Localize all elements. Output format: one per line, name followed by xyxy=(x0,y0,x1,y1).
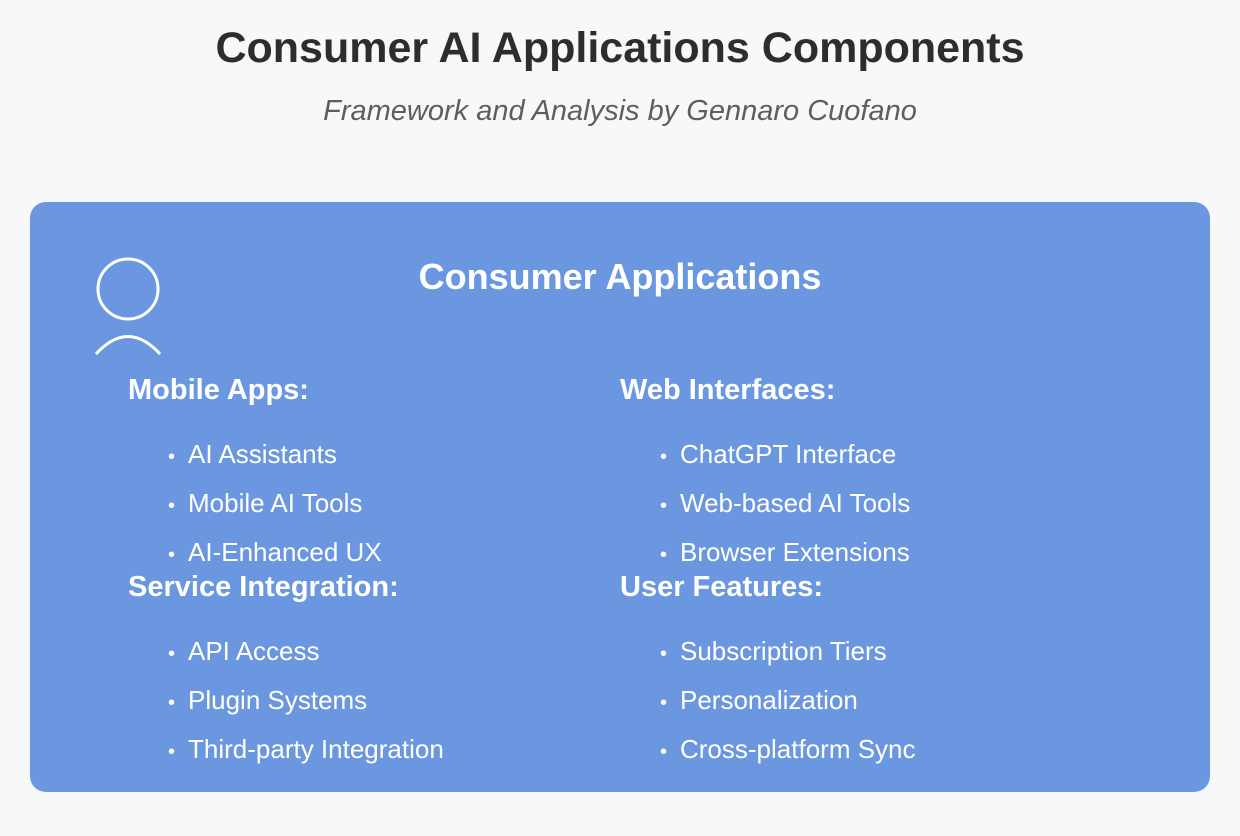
list-item-label: Personalization xyxy=(680,685,858,715)
section-user-features: User Features: • Subscription Tiers • Pers… xyxy=(620,567,1080,774)
list-item-label: Cross-platform Sync xyxy=(680,734,916,764)
bullet-list: • ChatGPT Interface • Web-based AI Tools •… xyxy=(620,430,1080,577)
list-item-label: AI Assistants xyxy=(188,439,337,469)
bullet-dot: • xyxy=(168,643,176,665)
bullet-list: • Subscription Tiers • Personalization • Cr… xyxy=(620,627,1080,774)
list-item: • API Access xyxy=(168,627,588,676)
bullet-dot: • xyxy=(660,495,668,517)
panel-title: Consumer Applications xyxy=(418,256,822,297)
bullet-dot: • xyxy=(660,446,668,468)
list-item: • AI-Enhanced UX xyxy=(168,528,588,577)
list-item: • Mobile AI Tools xyxy=(168,479,588,528)
list-item: • ChatGPT Interface xyxy=(660,430,1080,479)
page-title: Consumer AI Applications Components xyxy=(215,24,1025,72)
bullet-list: • AI Assistants • Mobile AI Tools • AI-Enha… xyxy=(128,430,588,577)
bullet-dot: • xyxy=(168,495,176,517)
list-item: • Personalization xyxy=(660,676,1080,725)
list-item-label: Mobile AI Tools xyxy=(188,488,363,518)
list-item: • Third-party Integration xyxy=(168,725,588,774)
page-subtitle: Framework and Analysis by Gennaro Cuofan… xyxy=(323,95,917,127)
bullet-dot: • xyxy=(168,741,176,763)
list-item-label: ChatGPT Interface xyxy=(680,439,897,469)
section-heading: Mobile Apps: xyxy=(128,374,309,406)
section-service-integration: Service Integration: • API Access • Plugin… xyxy=(128,567,588,774)
bullet-list: • API Access • Plugin Systems • Third-party… xyxy=(128,627,588,774)
bullet-dot: • xyxy=(660,692,668,714)
list-item: • Subscription Tiers xyxy=(660,627,1080,676)
list-item: • Browser Extensions xyxy=(660,528,1080,577)
list-item-label: AI-Enhanced UX xyxy=(188,537,382,567)
list-item-label: Web-based AI Tools xyxy=(680,488,911,518)
section-heading: User Features: xyxy=(620,571,824,603)
section-mobile-apps: Mobile Apps: • AI Assistants • Mobile AI T… xyxy=(128,370,588,577)
consumer-applications-panel: Consumer Applications Mobile Apps: • AI A… xyxy=(30,202,1210,792)
list-item-label: Plugin Systems xyxy=(188,685,368,715)
list-item-label: API Access xyxy=(188,636,320,666)
section-heading: Web Interfaces: xyxy=(620,374,836,406)
bullet-dot: • xyxy=(660,741,668,763)
list-item-label: Third-party Integration xyxy=(188,734,444,764)
bullet-dot: • xyxy=(168,692,176,714)
section-heading: Service Integration: xyxy=(128,571,399,603)
list-item-label: Browser Extensions xyxy=(680,537,910,567)
bullet-dot: • xyxy=(168,544,176,566)
list-item: • AI Assistants xyxy=(168,430,588,479)
section-web-interfaces: Web Interfaces: • ChatGPT Interface • Web-… xyxy=(620,370,1080,577)
list-item: • Web-based AI Tools xyxy=(660,479,1080,528)
bullet-dot: • xyxy=(168,446,176,468)
bullet-dot: • xyxy=(660,544,668,566)
user-icon xyxy=(94,257,162,356)
list-item-label: Subscription Tiers xyxy=(680,636,887,666)
list-item: • Cross-platform Sync xyxy=(660,725,1080,774)
bullet-dot: • xyxy=(660,643,668,665)
list-item: • Plugin Systems xyxy=(168,676,588,725)
